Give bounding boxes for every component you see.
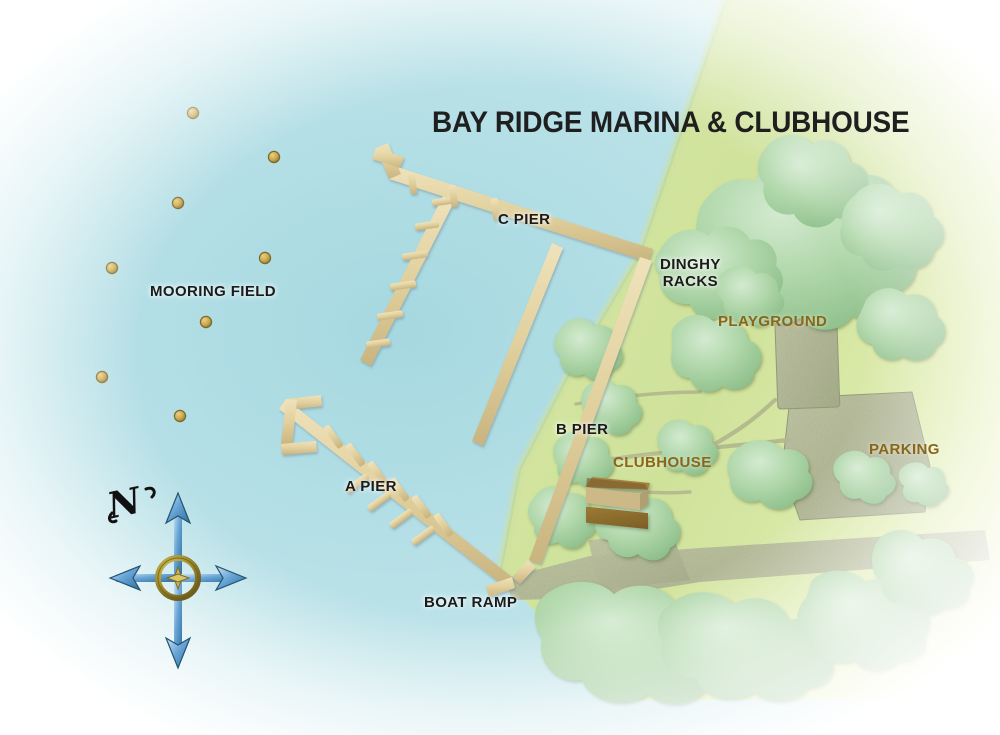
mooring-buoy (267, 150, 281, 164)
compass-shaft-north (174, 505, 182, 577)
mooring-buoy (95, 370, 109, 384)
mooring-buoy (186, 106, 200, 120)
mooring-buoy (105, 261, 119, 275)
compass-shaft-west (116, 574, 176, 582)
compass-arrow-north (164, 491, 192, 525)
compass-arrows (108, 491, 248, 670)
compass-arrow-west (108, 564, 142, 592)
mooring-buoy (173, 409, 187, 423)
compass-arrow-south (164, 636, 192, 670)
page-title: BAY RIDGE MARINA & CLUBHOUSE (432, 106, 910, 139)
compass-hub (155, 555, 201, 601)
mooring-buoy (199, 315, 213, 329)
compass-rose: N (108, 483, 248, 670)
clubhouse-building (586, 477, 650, 530)
compass-shaft-east (180, 574, 238, 582)
compass-arrow-east (214, 564, 248, 592)
compass-north-letter: N (108, 483, 156, 528)
compass-shaft-south (174, 579, 182, 655)
mooring-buoy (171, 196, 185, 210)
mooring-buoy (258, 251, 272, 265)
